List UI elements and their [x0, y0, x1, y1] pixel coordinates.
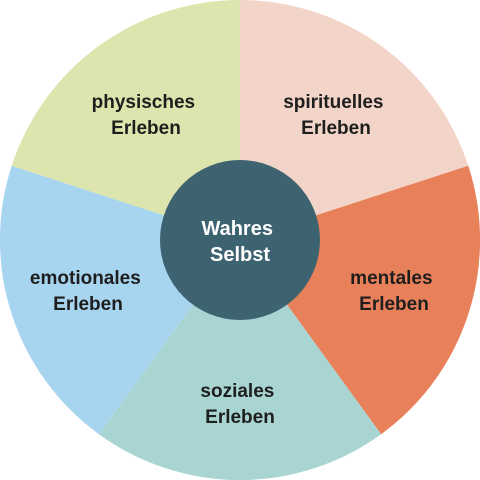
segment-soziales	[98, 240, 382, 480]
label-soziales: soziales Erleben	[200, 381, 279, 428]
label-mentales-line2: Erleben	[359, 294, 429, 315]
label-emotionales-line2: Erleben	[53, 294, 123, 315]
label-spirituelles: spirituelles Erleben	[283, 92, 389, 139]
center-label: Wahres Selbst	[201, 218, 278, 266]
label-emotionales-line1: emotionales	[30, 268, 141, 289]
label-soziales-line1: soziales	[200, 381, 274, 402]
center-label-line1: Wahres	[201, 218, 273, 240]
center-label-line2: Selbst	[210, 244, 270, 266]
label-soziales-line2: Erleben	[205, 407, 275, 428]
label-mentales-line1: mentales	[350, 268, 432, 289]
segment-spirituelles	[240, 0, 469, 240]
label-physisches-line1: physisches	[92, 92, 196, 113]
label-physisches: physisches Erleben	[92, 92, 201, 139]
label-spirituelles-line2: Erleben	[301, 118, 371, 139]
center-circle	[160, 160, 320, 320]
label-spirituelles-line1: spirituelles	[283, 92, 383, 113]
segment-physisches	[11, 0, 240, 240]
label-mentales: mentales Erleben	[350, 268, 438, 315]
label-physisches-line2: Erleben	[111, 118, 181, 139]
label-emotionales: emotionales Erleben	[30, 268, 146, 315]
